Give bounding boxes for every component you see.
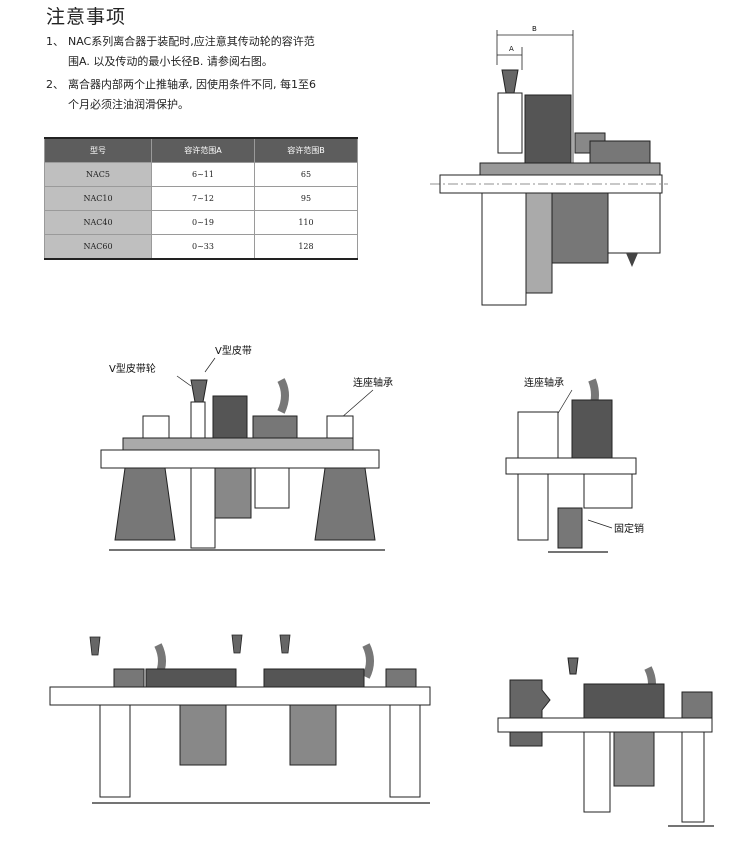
note-2: 2、离合器内部两个止推轴承, 因使用条件不同, 每1至6 个月必须注油润滑保护。: [46, 75, 316, 115]
cell-model: NAC5: [44, 162, 152, 187]
table-row: NAC60 0~33 128: [44, 234, 359, 260]
cell-model: NAC40: [44, 210, 152, 235]
cell-range-b: 128: [253, 234, 359, 260]
cell-range-b: 110: [253, 210, 359, 235]
note-2-line-2: 个月必须注油润滑保护。: [68, 98, 189, 111]
spec-table: 型号 容许范围A 容许范围B NAC5 6~11 65 NAC10 7~12 9…: [44, 137, 359, 260]
v-belt-mounting-drawing: V型皮带 V型皮带轮 连座轴承: [100, 344, 393, 551]
cell-range-b: 95: [253, 186, 359, 211]
note-1-line-2: 围A. 以及传动的最小长径B. 请参阅右图。: [68, 55, 273, 68]
wall-mounted-drawing: [497, 657, 714, 827]
header-range-b: 容许范围B: [253, 137, 359, 163]
page-title: 注意事项: [46, 6, 127, 28]
cell-range-a: 7~12: [151, 186, 255, 211]
note-2-number: 2、: [46, 78, 64, 91]
dual-clutch-drawing: [49, 634, 431, 804]
note-1-line-1: NAC系列离合器于装配时,应注意其传动轮的容许范: [68, 35, 315, 48]
fixed-pin-label: 固定销: [614, 522, 644, 535]
cell-range-a: 0~19: [151, 210, 255, 235]
header-model: 型号: [44, 137, 152, 163]
cell-range-b: 65: [253, 162, 359, 187]
dim-a-label: A: [509, 45, 514, 53]
table-row: NAC40 0~19 110: [44, 210, 359, 235]
table-row: NAC10 7~12 95: [44, 186, 359, 211]
cell-range-a: 0~33: [151, 234, 255, 260]
note-1: 1、 NAC系列离合器于装配时,应注意其传动轮的容许范 围A. 以及传动的最小长径…: [46, 32, 315, 72]
note-2-line-1: 离合器内部两个止推轴承, 因使用条件不同, 每1至6: [68, 78, 316, 91]
bearing-seat-label: 连座轴承: [353, 376, 393, 389]
v-pulley-label: V型皮带轮: [109, 362, 156, 375]
note-1-number: 1、: [46, 35, 64, 48]
table-row: NAC5 6~11 65: [44, 162, 359, 187]
header-range-a: 容许范围A: [151, 137, 255, 163]
dim-b-label: B: [532, 25, 537, 33]
clutch-dimension-drawing: B A: [430, 25, 668, 306]
cell-model: NAC60: [44, 234, 152, 260]
table-header-row: 型号 容许范围A 容许范围B: [44, 137, 359, 163]
cell-range-a: 6~11: [151, 162, 255, 187]
v-belt-label: V型皮带: [215, 344, 252, 357]
bearing-seat-label-2: 连座轴承: [524, 376, 564, 389]
fixed-pin-drawing: 连座轴承 固定销: [505, 376, 644, 553]
cell-model: NAC10: [44, 186, 152, 211]
